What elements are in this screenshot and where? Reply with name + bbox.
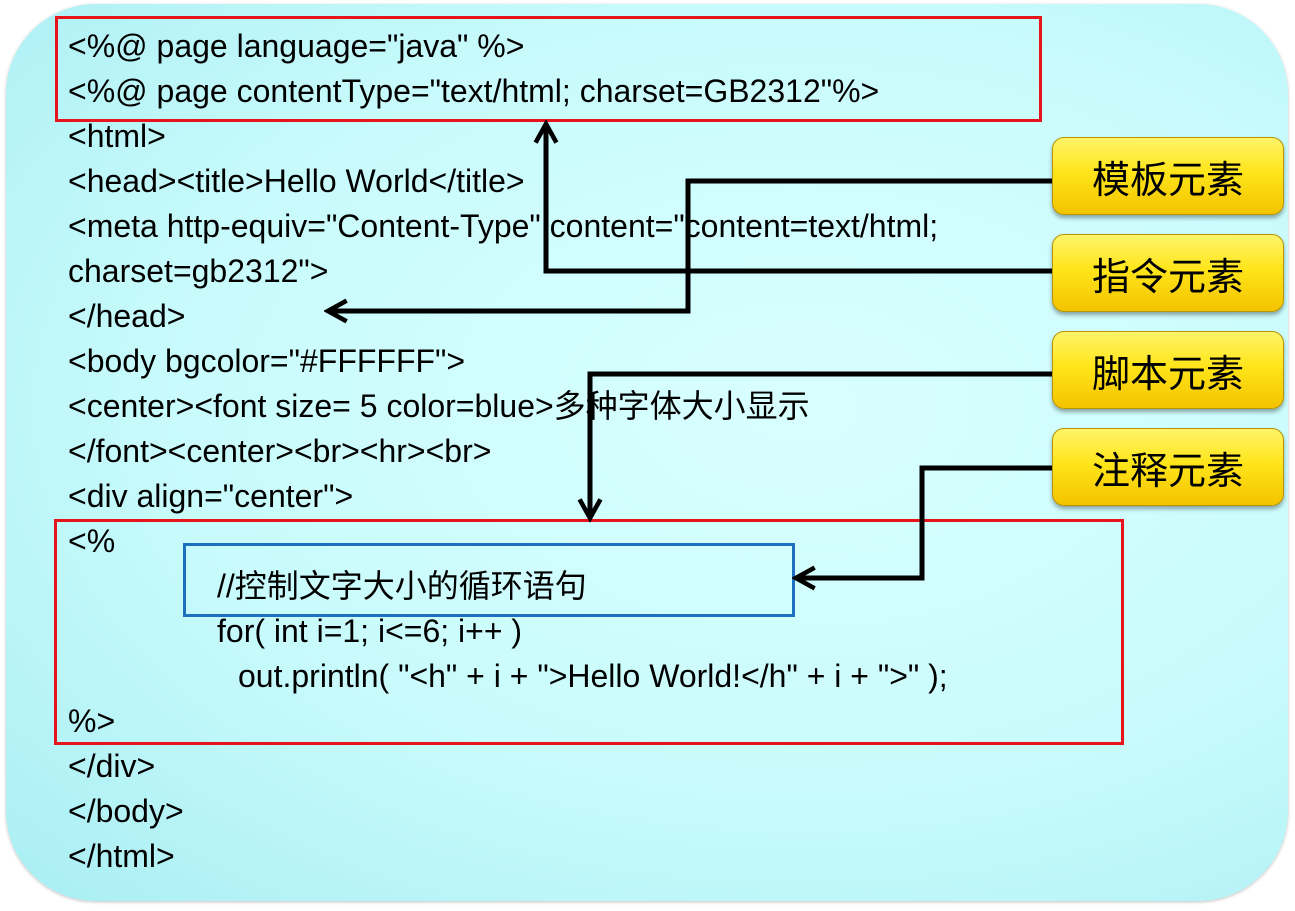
code-line-2: <%@ page contentType="text/html; charset… (68, 73, 880, 109)
script-arrow (590, 371, 1053, 516)
code-line-15: out.println( "<h" + i + ">Hello World!</… (238, 658, 948, 694)
directive-element-label: 指令元素 (1052, 234, 1284, 312)
comment-arrow (798, 465, 1053, 578)
script-element-label: 脚本元素 (1052, 331, 1284, 409)
code-line-14: for( int i=1; i<=6; i++ ) (217, 613, 523, 649)
code-line-3: <html> (68, 118, 166, 154)
code-line-6: charset=gb2312"> (68, 253, 329, 289)
code-line-12: <% (68, 523, 116, 559)
directive-arrow (546, 126, 1053, 274)
code-line-4: <head><title>Hello World</title> (68, 163, 525, 199)
code-line-9: <center><font size= 5 color=blue>多种字体大小显… (68, 388, 810, 424)
code-line-7: </head> (68, 298, 186, 334)
comment-element-label: 注释元素 (1052, 428, 1284, 506)
code-line-8: <body bgcolor="#FFFFFF"> (68, 343, 466, 379)
template-arrow (330, 178, 1053, 311)
code-line-17: </div> (68, 748, 156, 784)
code-line-19: </html> (68, 838, 175, 874)
template-element-label: 模板元素 (1052, 137, 1284, 215)
code-line-1: <%@ page language="java" %> (68, 28, 525, 64)
code-line-10: </font><center><br><hr><br> (68, 433, 492, 469)
code-line-13: //控制文字大小的循环语句 (217, 568, 587, 604)
code-line-11: <div align="center"> (68, 478, 354, 514)
code-line-18: </body> (68, 793, 184, 829)
code-line-5: <meta http-equiv="Content-Type" content=… (68, 208, 939, 244)
code-line-16: %> (68, 703, 116, 739)
